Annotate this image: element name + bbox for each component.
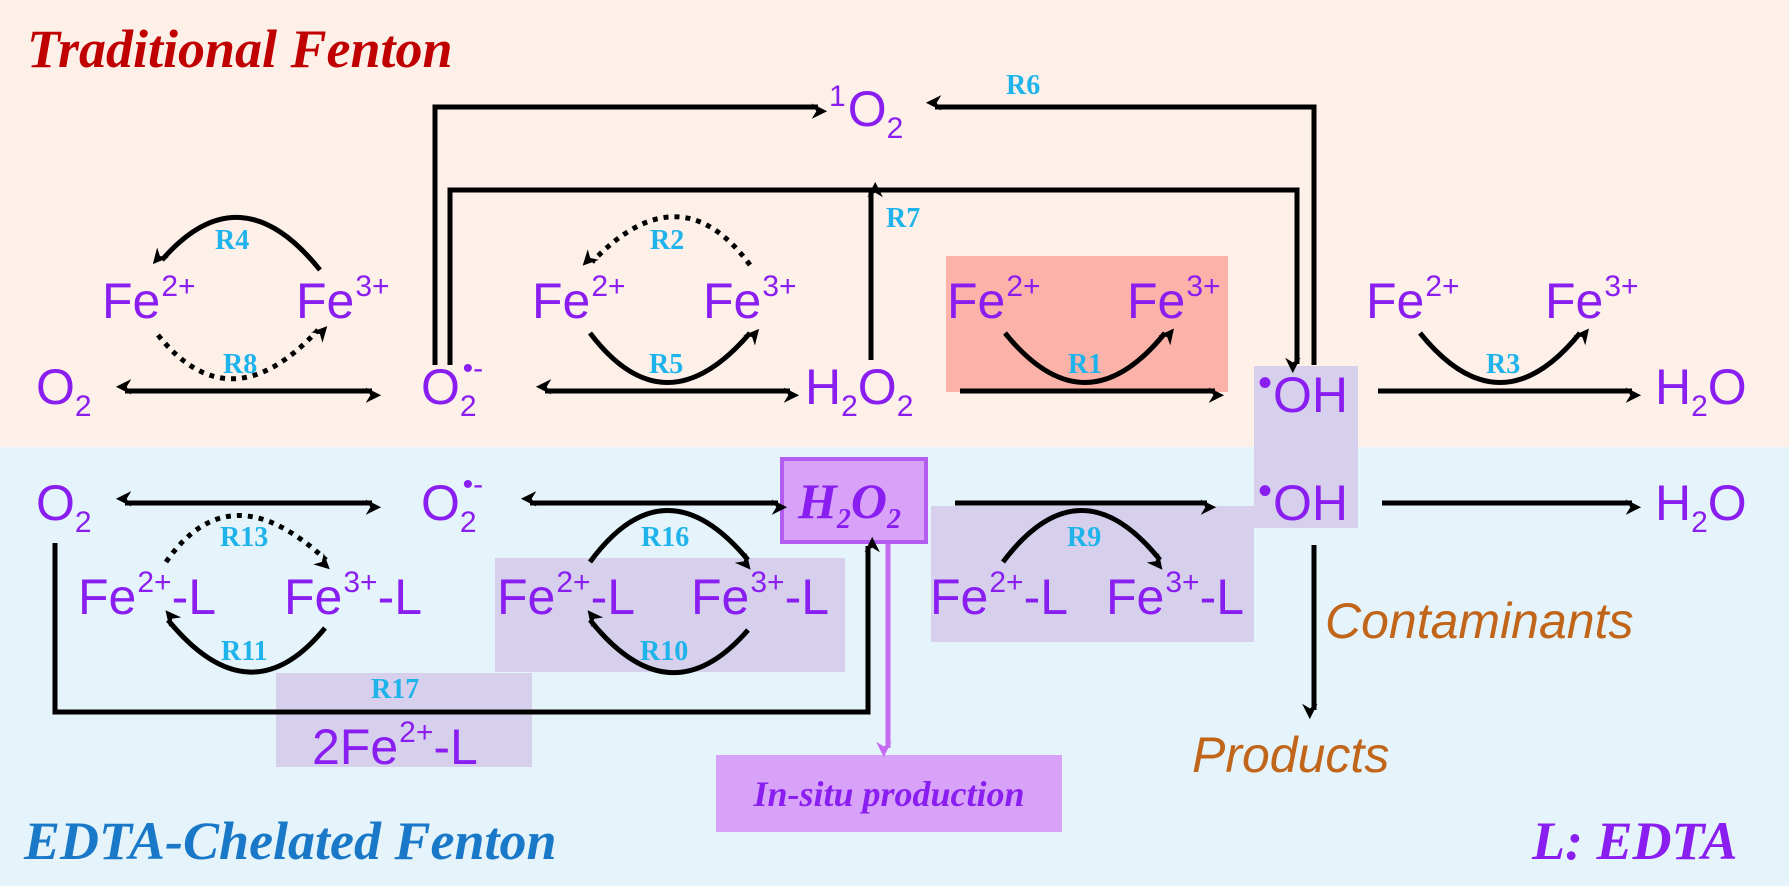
reaction-label-r1: R1 [1068,349,1103,380]
arc-r10 [587,610,750,676]
reaction-label-r2: R2 [650,225,685,256]
o2-bottom: O2 [36,475,92,539]
title-traditional: Traditional Fenton [27,19,453,79]
arrow-r17 [52,536,880,715]
fe2l-r10: Fe2+-L [497,566,636,625]
r10-highlight [495,558,845,672]
fe3-r2: Fe3+ [703,270,797,329]
reaction-label-r4: R4 [215,225,250,256]
fe2l-r11: Fe2+-L [78,566,217,625]
oh-top: •OH [1258,361,1349,423]
arc-r5 [588,328,760,385]
reaction-label-r11: R11 [221,636,268,667]
fe3l-r10: Fe3+-L [691,566,830,625]
r1-highlight [946,256,1228,392]
products-label: Products [1192,727,1390,783]
reaction-label-r17: R17 [371,674,420,705]
reaction-label-r7: R7 [886,203,921,234]
fe3l-r11: Fe3+-L [284,566,423,625]
two-fe2l: 2Fe2+-L [312,716,478,775]
arc-r11 [165,610,327,675]
reaction-label-r9: R9 [1067,522,1102,553]
fe3l-r9: Fe3+-L [1106,566,1245,625]
arc-r8 [156,326,328,382]
fe2-r2: Fe2+ [532,270,626,329]
reaction-label-r10: R10 [640,636,689,667]
oh-highlight [1254,366,1358,528]
h2o-bottom: H2O [1655,475,1747,539]
reaction-label-r3: R3 [1486,349,1521,380]
superoxide-top: O2•- [421,352,484,423]
r17-highlight [276,673,532,767]
insitu-box [716,755,1062,832]
contaminants-label: Contaminants [1325,593,1634,649]
legend-ligand: L: EDTA [1532,811,1738,871]
r9-highlight [931,506,1254,642]
h2o2-insitu-box [780,457,928,544]
reaction-label-r8: R8 [223,349,258,380]
fe2l-r9: Fe2+-L [930,566,1069,625]
title-edta: EDTA-Chelated Fenton [24,811,557,871]
arc-r1 [1003,328,1174,385]
fe3-r4: Fe3+ [296,270,390,329]
arrow-r6 [925,95,1317,365]
h2o-top: H2O [1655,359,1747,423]
reaction-label-r5: R5 [649,349,684,380]
oh-bottom: •OH [1258,469,1349,531]
reaction-label-r13: R13 [220,522,269,553]
fe3-r1: Fe3+ [1127,270,1221,329]
insitu-label: In-situ production [753,774,1025,814]
reaction-label-r6: R6 [1006,70,1041,101]
h2o2-top: H2O2 [805,359,914,423]
fe2-r3: Fe2+ [1366,270,1460,329]
fe2-r4: Fe2+ [102,270,196,329]
arc-r4 [152,214,322,272]
arc-r2 [582,214,753,267]
h2o2-insitu: H2O2 [798,473,902,535]
arc-r16 [587,508,751,570]
arc-r13 [163,513,330,570]
superoxide-bottom: O2•- [421,468,484,539]
reaction-label-r16: R16 [641,522,690,553]
arc-r9 [1001,508,1163,570]
o2-top: O2 [36,359,92,423]
traditional-fenton-panel [0,0,1789,447]
fe2-r1: Fe2+ [947,270,1041,329]
arrow-superoxide-singlet [432,103,828,365]
fe3-r3: Fe3+ [1545,270,1639,329]
arc-r3 [1418,328,1589,385]
singlet-oxygen: 1O2 [829,80,904,145]
